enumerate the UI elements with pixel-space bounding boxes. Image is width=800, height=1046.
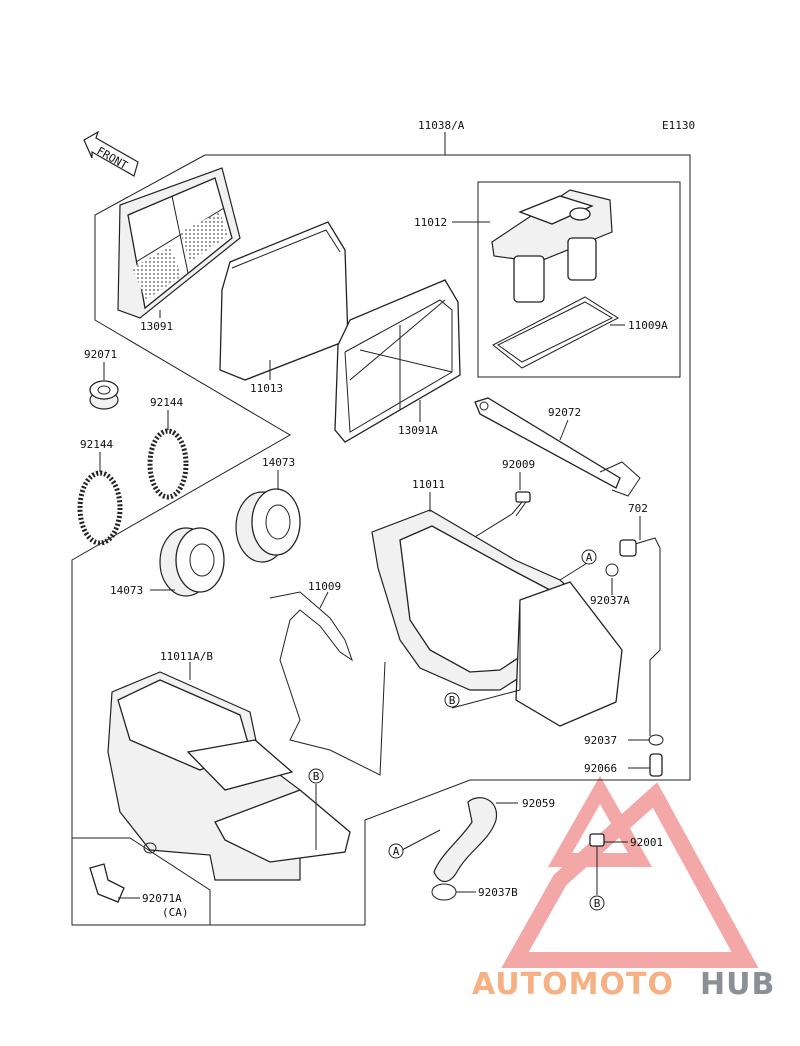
frame-13091A bbox=[334, 279, 461, 443]
label-702: 702 bbox=[628, 502, 648, 515]
label-92066: 92066 bbox=[584, 762, 617, 775]
cap-14073-upper bbox=[235, 488, 301, 563]
front-arrow-icon: FRONT bbox=[83, 130, 139, 177]
ref-a-1: A bbox=[581, 549, 597, 565]
label-92144-upper: 92144 bbox=[150, 396, 183, 409]
label-14073-lower: 14073 bbox=[110, 584, 143, 597]
svg-text:A: A bbox=[586, 551, 593, 564]
svg-text:B: B bbox=[594, 897, 601, 910]
part-labels: 11038/A 11012 11009A 13091 11013 13091A … bbox=[80, 119, 668, 919]
label-11009A: 11009A bbox=[628, 319, 668, 332]
hose-702 bbox=[619, 537, 661, 736]
label-11012: 11012 bbox=[414, 216, 447, 229]
label-92072: 92072 bbox=[548, 406, 581, 419]
label-92001: 92001 bbox=[630, 836, 663, 849]
hose-92059 bbox=[433, 797, 498, 883]
clamp-92144-lower bbox=[77, 470, 123, 546]
clamp-92144-upper bbox=[147, 428, 189, 500]
label-92071A: 92071A bbox=[142, 892, 182, 905]
clamp-92037A bbox=[605, 563, 619, 577]
inset-box-11012 bbox=[477, 181, 681, 378]
label-92144-lower: 92144 bbox=[80, 438, 113, 451]
label-11013: 11013 bbox=[250, 382, 283, 395]
svg-text:A: A bbox=[393, 845, 400, 858]
label-13091: 13091 bbox=[140, 320, 173, 333]
filter-13091 bbox=[117, 167, 241, 319]
label-13091A: 13091A bbox=[398, 424, 438, 437]
label-92059: 92059 bbox=[522, 797, 555, 810]
label-14073-upper: 14073 bbox=[262, 456, 295, 469]
cap-14073-lower bbox=[159, 527, 225, 597]
ref-b-2: B bbox=[308, 768, 324, 784]
label-92071: 92071 bbox=[84, 348, 117, 361]
housing-11011 bbox=[371, 509, 623, 727]
ref-a-2: A bbox=[388, 843, 404, 859]
ref-b-3: B bbox=[589, 895, 605, 911]
ref-b-1: B bbox=[444, 692, 460, 708]
bolt-92001 bbox=[589, 833, 605, 895]
assembly-outline bbox=[71, 154, 691, 926]
label-92071A-sub: (CA) bbox=[162, 906, 189, 919]
diagram-code: E1130 bbox=[662, 119, 695, 132]
bracket-92072 bbox=[474, 397, 641, 497]
gasket-11009 bbox=[269, 591, 386, 776]
plug-92066 bbox=[649, 753, 663, 777]
label-11009: 11009 bbox=[308, 580, 341, 593]
label-92009: 92009 bbox=[502, 458, 535, 471]
grommet-92071 bbox=[89, 380, 119, 410]
clamp-92037B bbox=[431, 883, 457, 901]
label-11011AB: 11011A/B bbox=[160, 650, 213, 663]
clamp-92037 bbox=[648, 734, 664, 746]
inset-box-92071a bbox=[72, 837, 211, 925]
gasket-11009A bbox=[492, 296, 619, 369]
label-11011: 11011 bbox=[412, 478, 445, 491]
watermark-logo bbox=[501, 775, 759, 968]
leader-lines bbox=[99, 132, 650, 899]
svg-text:B: B bbox=[313, 770, 320, 783]
label-92037A: 92037A bbox=[590, 594, 630, 607]
watermark-brand-part1: AUTOMOTO bbox=[472, 967, 674, 1002]
svg-text:B: B bbox=[449, 694, 456, 707]
label-92037B: 92037B bbox=[478, 886, 518, 899]
elbow-92071A bbox=[89, 863, 125, 903]
part-11012 bbox=[491, 189, 613, 303]
label-11038A: 11038/A bbox=[418, 119, 465, 132]
label-92037: 92037 bbox=[584, 734, 617, 747]
watermark-brand: AUTOMOTO HUB bbox=[472, 967, 775, 1002]
filter-11013 bbox=[219, 221, 349, 381]
watermark-brand-part2: HUB bbox=[700, 967, 775, 1002]
bolt-92009 bbox=[469, 491, 531, 541]
